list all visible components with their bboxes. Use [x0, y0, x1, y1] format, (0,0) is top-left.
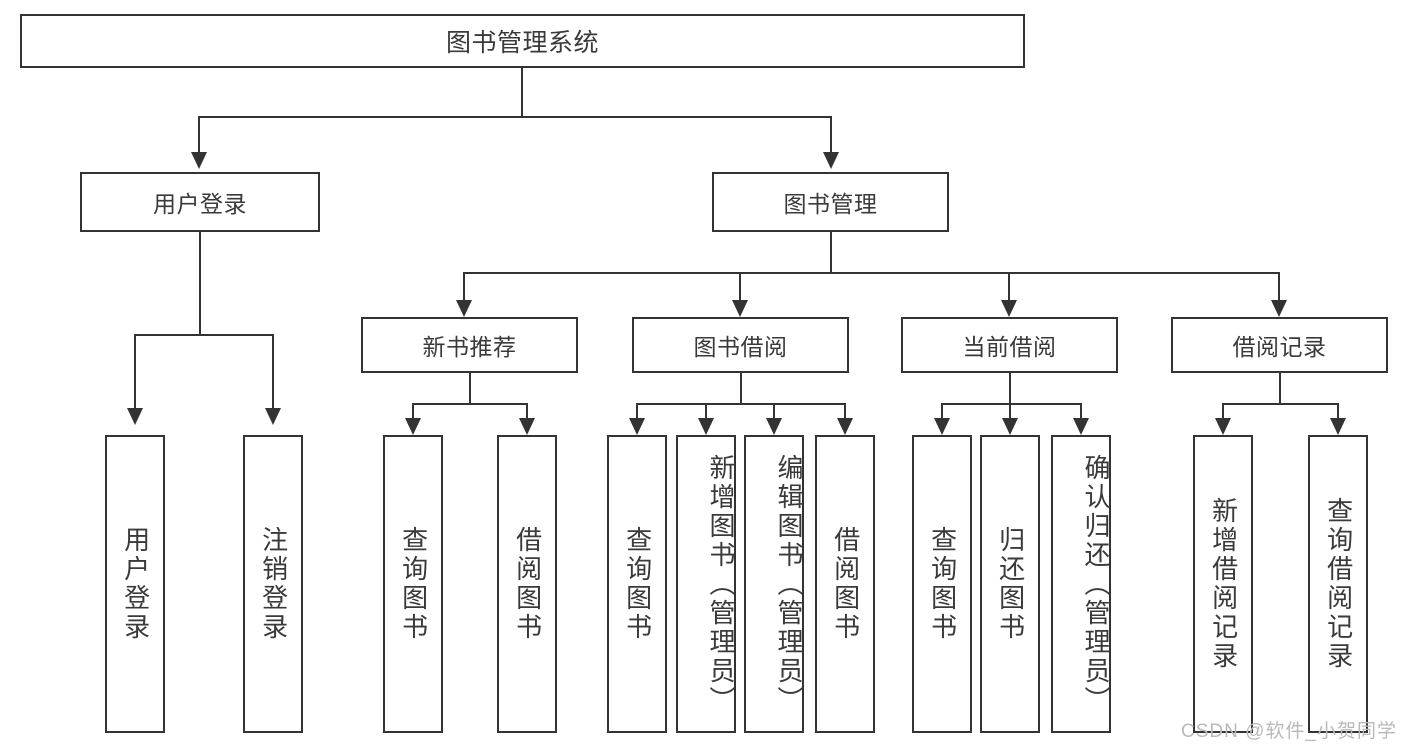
arrowhead-user-login — [191, 152, 207, 169]
arrowhead-br-add-record — [1215, 418, 1231, 435]
arrowhead-nb-query-book — [405, 418, 421, 435]
connector-new-book-drop-2 — [526, 403, 528, 421]
connector-user-login-bus — [134, 334, 274, 336]
node-label: 当前借阅 — [962, 334, 1057, 360]
node-label: 查询图书 — [622, 526, 653, 642]
node-new-book-recommend[interactable]: 新书推荐 — [361, 317, 578, 373]
leaf-bb-query-book[interactable]: 查询图书 — [607, 435, 667, 733]
node-label: 新增图书（管理员） — [706, 453, 736, 715]
node-label: 用户登录 — [153, 191, 247, 217]
leaf-nb-borrow-book[interactable]: 借阅图书 — [497, 435, 557, 733]
node-label: 图书借阅 — [693, 334, 788, 360]
connector-new-book-stem — [469, 373, 471, 405]
leaf-bb-borrow-book[interactable]: 借阅图书 — [815, 435, 875, 733]
node-label: 借阅记录 — [1232, 334, 1327, 360]
connector-root-to-user-login — [198, 116, 200, 154]
node-label: 新书推荐 — [422, 334, 517, 360]
connector-current-borrow-bus — [941, 403, 1082, 405]
connector-to-new-book — [463, 272, 465, 302]
leaf-br-add-record[interactable]: 新增借阅记录 — [1193, 435, 1253, 733]
connector-bb-drop-3 — [773, 403, 775, 421]
connector-root-stem — [521, 68, 523, 117]
leaf-bb-add-book[interactable]: 新增图书（管理员） — [676, 435, 736, 733]
connector-br-drop-2 — [1337, 403, 1339, 421]
arrowhead-cb-query-book — [934, 418, 950, 435]
connector-cb-drop-2 — [1009, 403, 1011, 421]
connector-book-manage-stem — [830, 232, 832, 274]
connector-user-login-drop-1 — [134, 334, 136, 410]
leaf-cb-return-book[interactable]: 归还图书 — [980, 435, 1040, 733]
arrowhead-bb-add-book — [698, 418, 714, 435]
arrowhead-new-book-recommend — [456, 300, 472, 317]
connector-to-borrow-record — [1278, 272, 1280, 302]
node-label: 确认归还（管理员） — [1081, 453, 1111, 715]
node-root-system[interactable]: 图书管理系统 — [20, 14, 1025, 68]
leaf-logout[interactable]: 注销登录 — [243, 435, 303, 733]
connector-bb-drop-4 — [844, 403, 846, 421]
leaf-cb-confirm-return[interactable]: 确认归还（管理员） — [1051, 435, 1111, 733]
connector-to-current-borrow — [1008, 272, 1010, 302]
node-label: 注销登录 — [258, 526, 289, 642]
arrowhead-bb-query-book — [629, 418, 645, 435]
node-label: 查询借阅记录 — [1323, 497, 1354, 671]
node-book-management[interactable]: 图书管理 — [712, 172, 949, 232]
connector-borrow-record-stem — [1279, 373, 1281, 405]
node-label: 图书管理系统 — [445, 29, 599, 57]
leaf-nb-query-book[interactable]: 查询图书 — [383, 435, 443, 733]
connector-book-borrow-stem — [740, 373, 742, 405]
node-label: 查询图书 — [927, 526, 958, 642]
leaf-user-login[interactable]: 用户登录 — [105, 435, 165, 733]
node-book-borrow[interactable]: 图书借阅 — [632, 317, 849, 373]
node-label: 用户登录 — [120, 526, 151, 642]
connector-current-borrow-stem — [1009, 373, 1011, 405]
node-label: 借阅图书 — [512, 526, 543, 642]
leaf-cb-query-book[interactable]: 查询图书 — [912, 435, 972, 733]
node-label: 新增借阅记录 — [1208, 497, 1239, 671]
connector-bb-drop-2 — [705, 403, 707, 421]
arrowhead-current-borrow — [1001, 300, 1017, 317]
connector-borrow-record-bus — [1222, 403, 1339, 405]
connector-new-book-drop-1 — [412, 403, 414, 421]
connector-cb-drop-1 — [941, 403, 943, 421]
arrowhead-bb-borrow-book — [837, 418, 853, 435]
connector-br-drop-1 — [1222, 403, 1224, 421]
leaf-bb-edit-book[interactable]: 编辑图书（管理员） — [744, 435, 804, 733]
arrowhead-borrow-record — [1271, 300, 1287, 317]
connector-book-borrow-bus — [636, 403, 846, 405]
node-user-login[interactable]: 用户登录 — [80, 172, 320, 232]
connector-to-book-borrow — [739, 272, 741, 302]
connector-user-login-stem — [199, 232, 201, 335]
arrowhead-br-query-record — [1330, 418, 1346, 435]
node-label: 归还图书 — [995, 526, 1026, 642]
connector-root-to-book-manage — [830, 116, 832, 154]
arrowhead-nb-borrow-book — [519, 418, 535, 435]
arrowhead-cb-confirm-return — [1073, 418, 1089, 435]
node-borrow-record[interactable]: 借阅记录 — [1171, 317, 1388, 373]
connector-cb-drop-3 — [1080, 403, 1082, 421]
arrowhead-book-borrow — [732, 300, 748, 317]
arrowhead-bb-edit-book — [766, 418, 782, 435]
connector-user-login-drop-2 — [272, 334, 274, 410]
connector-root-bus — [198, 116, 832, 118]
node-label: 借阅图书 — [830, 526, 861, 642]
connector-bb-drop-1 — [636, 403, 638, 421]
connector-new-book-bus — [412, 403, 528, 405]
arrowhead-cb-return-book — [1002, 418, 1018, 435]
node-label: 查询图书 — [398, 526, 429, 642]
connector-level3-bus — [463, 272, 1280, 274]
leaf-br-query-record[interactable]: 查询借阅记录 — [1308, 435, 1368, 733]
arrowhead-leaf-logout — [265, 408, 281, 425]
node-label: 编辑图书（管理员） — [774, 453, 804, 715]
arrowhead-leaf-user-login — [127, 408, 143, 425]
node-current-borrow[interactable]: 当前借阅 — [901, 317, 1118, 373]
node-label: 图书管理 — [783, 191, 878, 217]
arrowhead-book-manage — [823, 152, 839, 169]
